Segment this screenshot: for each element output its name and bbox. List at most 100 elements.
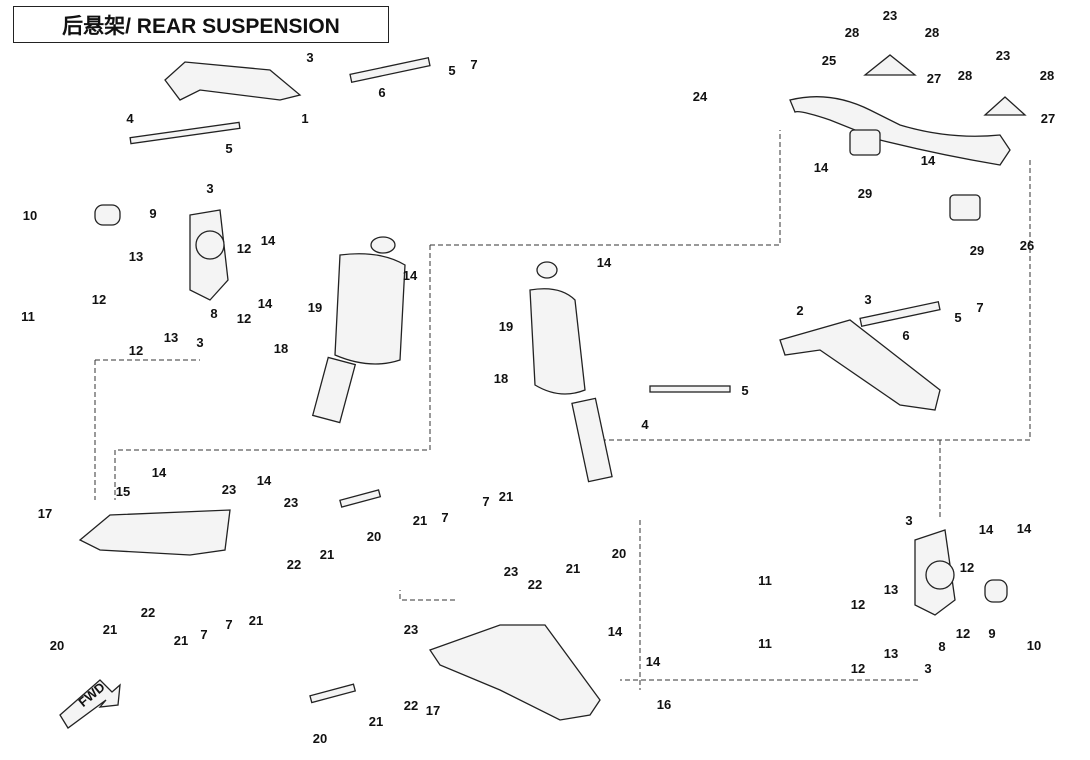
part-callout-13: 13 [884, 646, 898, 661]
shock-absorber-left [311, 236, 406, 424]
part-callout-12: 12 [237, 241, 251, 256]
part-callout-14: 14 [814, 160, 829, 175]
lower-arm-right [309, 624, 601, 721]
part-callout-3: 3 [924, 661, 931, 676]
part-callout-23: 23 [504, 564, 518, 579]
part-callout-7: 7 [200, 627, 207, 642]
part-callout-14: 14 [258, 296, 273, 311]
part-callout-3: 3 [905, 513, 912, 528]
stabilizer-bar [789, 54, 1027, 221]
part-callout-21: 21 [369, 714, 383, 729]
dashed-guide-lines [94, 130, 1031, 690]
part-callout-5: 5 [225, 141, 232, 156]
part-callout-6: 6 [902, 328, 909, 343]
part-callout-21: 21 [249, 613, 263, 628]
part-callout-10: 10 [23, 208, 37, 223]
part-callout-3: 3 [306, 50, 313, 65]
part-callout-20: 20 [612, 546, 626, 561]
part-callout-28: 28 [1040, 68, 1054, 83]
part-callout-3: 3 [864, 292, 871, 307]
part-callout-21: 21 [499, 489, 513, 504]
part-callout-9: 9 [988, 626, 995, 641]
lower-arm-left [78, 489, 382, 556]
part-callout-21: 21 [320, 547, 334, 562]
part-callout-12: 12 [92, 292, 106, 307]
part-callout-12: 12 [237, 311, 251, 326]
part-callout-7: 7 [470, 57, 477, 72]
part-callout-14: 14 [979, 522, 994, 537]
part-callout-7: 7 [441, 510, 448, 525]
part-callout-19: 19 [308, 300, 322, 315]
part-callout-27: 27 [927, 71, 941, 86]
part-callout-8: 8 [938, 639, 945, 654]
part-callout-15: 15 [116, 484, 130, 499]
part-callout-26: 26 [1020, 238, 1034, 253]
part-callout-10: 10 [1027, 638, 1041, 653]
part-callout-22: 22 [404, 698, 418, 713]
part-callout-21: 21 [174, 633, 188, 648]
part-callout-12: 12 [851, 661, 865, 676]
part-callout-21: 21 [103, 622, 117, 637]
part-callout-5: 5 [448, 63, 455, 78]
diagram-title: 后悬架/ REAR SUSPENSION [13, 6, 389, 43]
part-callout-7: 7 [482, 494, 489, 509]
part-callout-14: 14 [1017, 521, 1032, 536]
knuckle-right [914, 529, 1008, 616]
part-callout-20: 20 [50, 638, 64, 653]
part-callout-16: 16 [657, 697, 671, 712]
part-callout-23: 23 [404, 622, 418, 637]
part-callout-18: 18 [494, 371, 508, 386]
part-callout-23: 23 [284, 495, 298, 510]
part-callout-12: 12 [129, 343, 143, 358]
part-callout-19: 19 [499, 319, 513, 334]
part-callout-23: 23 [883, 8, 897, 23]
fwd-arrow: FWD [59, 679, 121, 729]
part-callout-22: 22 [287, 557, 301, 572]
part-callout-28: 28 [925, 25, 939, 40]
part-callout-11: 11 [758, 636, 772, 651]
upper-arm-left [129, 57, 431, 145]
part-callout-8: 8 [210, 306, 217, 321]
part-callout-24: 24 [693, 89, 708, 104]
part-callout-13: 13 [884, 582, 898, 597]
part-callout-28: 28 [958, 68, 972, 83]
part-callout-14: 14 [646, 654, 661, 669]
part-callout-13: 13 [129, 249, 143, 264]
part-callout-4: 4 [641, 417, 649, 432]
part-callout-20: 20 [313, 731, 327, 746]
upper-arm-right [649, 301, 941, 411]
part-callout-29: 29 [858, 186, 872, 201]
part-callout-1: 1 [301, 111, 308, 126]
part-callout-11: 11 [21, 309, 35, 324]
part-callout-27: 27 [1041, 111, 1055, 126]
part-callout-4: 4 [126, 111, 134, 126]
part-callout-5: 5 [741, 383, 748, 398]
part-callout-22: 22 [528, 577, 542, 592]
part-callout-23: 23 [996, 48, 1010, 63]
part-callout-18: 18 [274, 341, 288, 356]
part-callout-13: 13 [164, 330, 178, 345]
part-callout-20: 20 [367, 529, 381, 544]
part-callout-14: 14 [152, 465, 167, 480]
part-callout-2: 2 [796, 303, 803, 318]
part-callout-21: 21 [413, 513, 427, 528]
part-callout-14: 14 [403, 268, 418, 283]
part-callout-14: 14 [921, 153, 936, 168]
part-callout-12: 12 [851, 597, 865, 612]
shock-absorber-right [529, 261, 613, 483]
part-callout-3: 3 [206, 181, 213, 196]
part-callout-23: 23 [222, 482, 236, 497]
part-callout-29: 29 [970, 243, 984, 258]
part-callout-9: 9 [149, 206, 156, 221]
knuckle-left [94, 204, 229, 301]
part-callout-14: 14 [597, 255, 612, 270]
part-callout-12: 12 [956, 626, 970, 641]
part-callout-3: 3 [196, 335, 203, 350]
part-callout-14: 14 [261, 233, 276, 248]
part-callout-17: 17 [38, 506, 52, 521]
part-callout-14: 14 [257, 473, 272, 488]
part-callout-25: 25 [822, 53, 836, 68]
